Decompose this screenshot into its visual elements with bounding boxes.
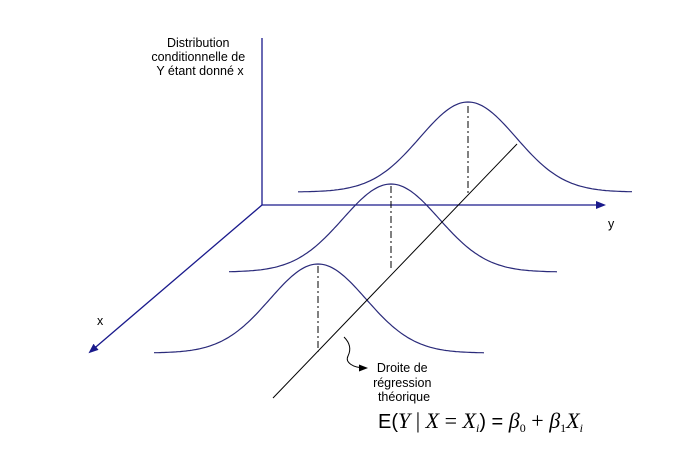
formula-X-right-sub: i: [579, 421, 583, 435]
formula-X-right: X: [566, 408, 580, 433]
pointer-arrow: [343, 336, 368, 372]
distribution-curve-middle: [229, 183, 558, 273]
regression-line: [272, 143, 518, 399]
x-axis-label: x: [97, 314, 104, 328]
y-axis-label: y: [608, 217, 615, 231]
formula-E: E(: [378, 411, 398, 433]
formula-bar: |: [410, 408, 426, 433]
regression-formula: E(Y | X = Xi) = β0 + β1Xi: [378, 408, 583, 438]
formula-plus: +: [525, 408, 550, 433]
distribution-curve-front: [154, 263, 485, 354]
formula-Xi-sub: i: [475, 421, 480, 435]
formula-beta1: β: [549, 408, 561, 433]
formula-X: X: [425, 408, 440, 433]
formula-beta0: β: [508, 408, 520, 433]
formula-beta1-sub: 1: [560, 421, 567, 435]
x-axis-arrow: [88, 204, 263, 354]
distribution-curve-back: [298, 101, 632, 193]
formula-Xi: X: [462, 408, 476, 433]
regression-label: Droite de régression théorique: [373, 361, 435, 404]
formula-eq-inner: =: [439, 408, 463, 433]
formula-beta0-sub: 0: [519, 421, 526, 435]
formula-Y: Y: [398, 408, 411, 433]
formula-close: ): [479, 411, 486, 433]
formula-equals: =: [486, 411, 509, 433]
axis-title: Distribution conditionnelle de Y étant d…: [151, 36, 248, 78]
